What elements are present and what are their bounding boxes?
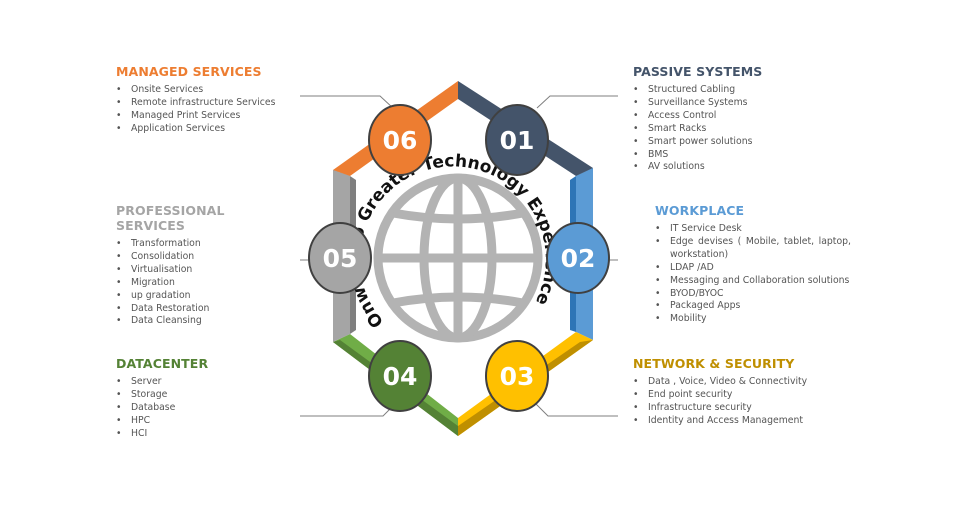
number-03: 03 bbox=[500, 362, 535, 391]
list-item: Edge devises ( Mobile, tablet, laptop, w… bbox=[655, 236, 851, 262]
list-item: Mobility bbox=[655, 313, 851, 326]
number-circle-01: 01 bbox=[485, 104, 549, 176]
section-workplace: WORKPLACE IT Service Desk Edge devises (… bbox=[655, 203, 851, 326]
section-list: Data , Voice, Video & Connectivity End p… bbox=[633, 376, 843, 428]
list-item: BMS bbox=[633, 149, 833, 162]
list-item: Infrastructure security bbox=[633, 402, 843, 415]
section-passive-systems: PASSIVE SYSTEMS Structured Cabling Surve… bbox=[633, 64, 833, 174]
connector-line-03 bbox=[535, 403, 618, 417]
list-item: up gradation bbox=[116, 290, 296, 303]
list-item: BYOD/BYOC bbox=[655, 288, 851, 301]
number-circle-05: 05 bbox=[308, 222, 372, 294]
list-item: Onsite Services bbox=[116, 84, 296, 97]
section-title: MANAGED SERVICES bbox=[116, 64, 262, 79]
globe-icon bbox=[373, 173, 543, 343]
section-title: WORKPLACE bbox=[655, 203, 745, 218]
list-item: Structured Cabling bbox=[633, 84, 833, 97]
section-list: Transformation Consolidation Virtualisat… bbox=[116, 238, 296, 328]
section-title: DATACENTER bbox=[116, 356, 209, 371]
section-title: PASSIVE SYSTEMS bbox=[633, 64, 763, 79]
number-06: 06 bbox=[383, 126, 418, 155]
connector-line-04 bbox=[300, 403, 396, 417]
number-circle-02: 02 bbox=[546, 222, 610, 294]
list-item: Smart power solutions bbox=[633, 136, 833, 149]
list-item: Migration bbox=[116, 277, 296, 290]
list-item: Data , Voice, Video & Connectivity bbox=[633, 376, 843, 389]
connector-line-06 bbox=[300, 95, 394, 109]
list-item: Server bbox=[116, 376, 296, 389]
section-list: Structured Cabling Surveillance Systems … bbox=[633, 84, 833, 174]
list-item: Packaged Apps bbox=[655, 300, 851, 313]
section-datacenter: DATACENTER Server Storage Database HPC H… bbox=[116, 356, 296, 441]
connector-line-01 bbox=[536, 95, 618, 109]
list-item: Storage bbox=[116, 389, 296, 402]
list-item: LDAP /AD bbox=[655, 262, 851, 275]
number-01: 01 bbox=[500, 126, 535, 155]
section-list: Onsite Services Remote infrastructure Se… bbox=[116, 84, 296, 136]
list-item: End point security bbox=[633, 389, 843, 402]
section-network-security: NETWORK & SECURITY Data , Voice, Video &… bbox=[633, 356, 843, 428]
list-item: Access Control bbox=[633, 110, 833, 123]
list-item: Managed Print Services bbox=[116, 110, 296, 123]
number-circle-04: 04 bbox=[368, 340, 432, 412]
number-02: 02 bbox=[561, 244, 596, 273]
list-item: Messaging and Collaboration solutions bbox=[655, 275, 851, 288]
section-title: PROFESSIONAL SERVICES bbox=[116, 203, 225, 233]
list-item: HCI bbox=[116, 428, 296, 441]
list-item: Smart Racks bbox=[633, 123, 833, 136]
list-item: Consolidation bbox=[116, 251, 296, 264]
list-item: Virtualisation bbox=[116, 264, 296, 277]
list-item: Application Services bbox=[116, 123, 296, 136]
section-list: IT Service Desk Edge devises ( Mobile, t… bbox=[655, 223, 851, 326]
section-managed-services: MANAGED SERVICES Onsite Services Remote … bbox=[116, 64, 296, 136]
list-item: Data Cleansing bbox=[116, 315, 296, 328]
list-item: HPC bbox=[116, 415, 296, 428]
list-item: Surveillance Systems bbox=[633, 97, 833, 110]
list-item: Identity and Access Management bbox=[633, 415, 843, 428]
list-item: Data Restoration bbox=[116, 303, 296, 316]
list-item: Transformation bbox=[116, 238, 296, 251]
section-title: NETWORK & SECURITY bbox=[633, 356, 795, 371]
list-item: Database bbox=[116, 402, 296, 415]
number-circle-03: 03 bbox=[485, 340, 549, 412]
number-04: 04 bbox=[383, 362, 418, 391]
list-item: AV solutions bbox=[633, 161, 833, 174]
section-list: Server Storage Database HPC HCI bbox=[116, 376, 296, 441]
number-circle-06: 06 bbox=[368, 104, 432, 176]
list-item: IT Service Desk bbox=[655, 223, 851, 236]
number-05: 05 bbox=[323, 244, 358, 273]
section-professional-services: PROFESSIONAL SERVICES Transformation Con… bbox=[116, 203, 296, 328]
list-item: Remote infrastructure Services bbox=[116, 97, 296, 110]
